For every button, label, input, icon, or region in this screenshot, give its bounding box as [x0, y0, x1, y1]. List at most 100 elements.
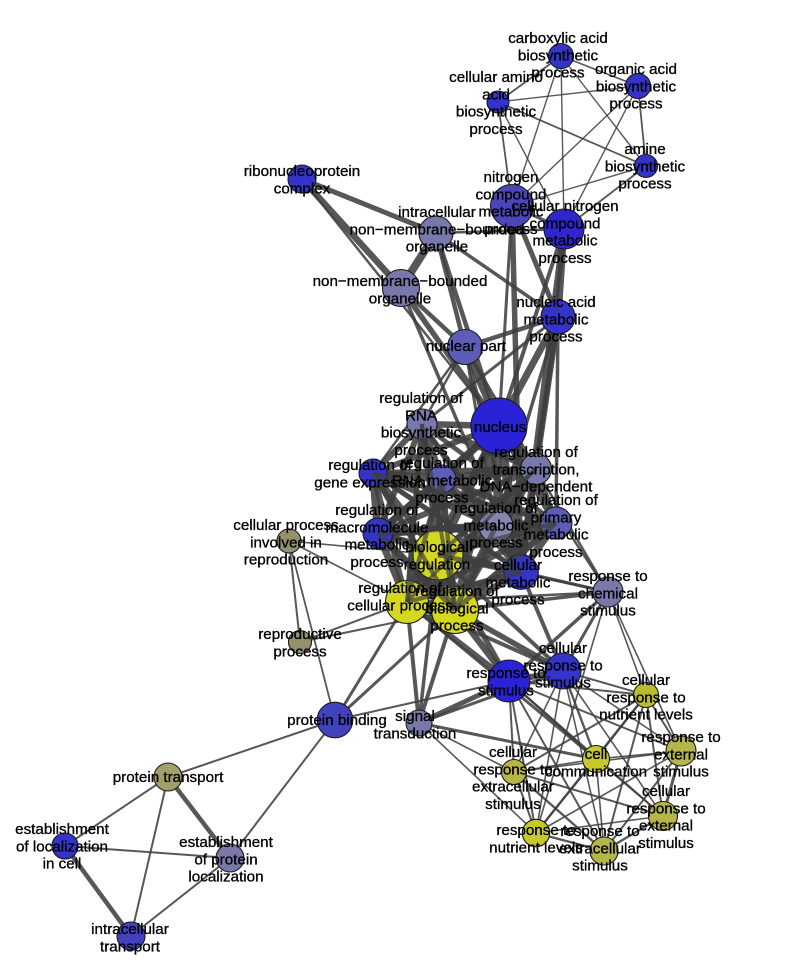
- svg-text:process: process: [273, 643, 327, 660]
- svg-text:regulation of: regulation of: [400, 455, 484, 472]
- svg-text:external: external: [654, 746, 708, 763]
- svg-text:nucleic acid: nucleic acid: [516, 294, 595, 311]
- svg-text:response to: response to: [606, 689, 685, 706]
- svg-text:cellular process: cellular process: [347, 597, 453, 614]
- svg-text:stimulus: stimulus: [535, 675, 591, 692]
- svg-text:nutrient levels: nutrient levels: [489, 839, 583, 856]
- svg-text:non−membrane−bounded: non−membrane−bounded: [313, 273, 488, 290]
- svg-text:cellular: cellular: [622, 672, 670, 689]
- svg-text:intracellular: intracellular: [91, 921, 169, 938]
- svg-text:ribonucleoprotein: ribonucleoprotein: [244, 163, 361, 180]
- svg-text:complex: complex: [274, 180, 331, 197]
- svg-text:external: external: [639, 818, 693, 835]
- svg-text:regulation of: regulation of: [328, 457, 412, 474]
- svg-text:reproductive: reproductive: [258, 626, 342, 643]
- svg-text:stimulus: stimulus: [572, 858, 628, 875]
- svg-text:biosynthetic: biosynthetic: [605, 158, 686, 175]
- svg-text:process: process: [491, 592, 545, 609]
- svg-text:cell: cell: [585, 746, 608, 763]
- svg-text:extracellular: extracellular: [472, 779, 554, 796]
- svg-text:DNA−dependent: DNA−dependent: [480, 479, 594, 496]
- svg-text:organelle: organelle: [369, 290, 432, 307]
- svg-text:metabolic: metabolic: [533, 233, 598, 250]
- svg-text:metabolic: metabolic: [479, 204, 544, 221]
- svg-text:communication: communication: [545, 763, 647, 780]
- svg-text:process: process: [618, 176, 672, 193]
- svg-text:transcription,: transcription,: [493, 461, 580, 478]
- svg-text:process: process: [538, 250, 592, 267]
- svg-text:stimulus: stimulus: [580, 603, 636, 620]
- svg-text:biological: biological: [425, 600, 488, 617]
- svg-text:regulation of: regulation of: [514, 492, 598, 509]
- svg-text:regulation: regulation: [404, 556, 471, 573]
- svg-text:gene expression: gene expression: [314, 474, 425, 491]
- svg-text:amine: amine: [624, 141, 665, 158]
- svg-text:nucleus: nucleus: [474, 419, 527, 436]
- svg-text:process: process: [469, 121, 523, 138]
- svg-text:metabolic: metabolic: [345, 537, 410, 554]
- svg-text:primary: primary: [531, 509, 582, 526]
- svg-text:macromolecule: macromolecule: [326, 519, 429, 536]
- svg-text:biosynthetic: biosynthetic: [381, 425, 462, 442]
- svg-text:organic acid: organic acid: [595, 61, 677, 78]
- svg-text:regulation of: regulation of: [454, 500, 538, 517]
- svg-text:response to: response to: [560, 823, 639, 840]
- svg-text:metabolic: metabolic: [486, 574, 551, 591]
- svg-text:non−membrane−bounded: non−membrane−bounded: [350, 221, 525, 238]
- svg-text:process: process: [529, 544, 583, 561]
- svg-text:involved in: involved in: [250, 534, 322, 551]
- svg-text:transduction: transduction: [374, 725, 457, 742]
- svg-text:process: process: [484, 221, 538, 238]
- svg-text:response to: response to: [466, 665, 545, 682]
- svg-text:regulation of: regulation of: [379, 390, 463, 407]
- svg-text:process: process: [394, 442, 448, 459]
- svg-text:regulation of: regulation of: [415, 583, 499, 600]
- svg-text:carboxylic acid: carboxylic acid: [508, 30, 608, 47]
- svg-text:organelle: organelle: [406, 239, 469, 256]
- svg-text:response to: response to: [626, 800, 705, 817]
- svg-text:cellular: cellular: [494, 557, 542, 574]
- svg-text:regulation of: regulation of: [335, 502, 419, 519]
- svg-text:process: process: [430, 618, 484, 635]
- svg-text:compound: compound: [530, 215, 601, 232]
- svg-text:process: process: [350, 554, 404, 571]
- svg-text:compound: compound: [476, 186, 547, 203]
- svg-text:reproduction: reproduction: [244, 552, 328, 569]
- svg-text:signal: signal: [395, 708, 435, 725]
- svg-text:response to: response to: [496, 822, 575, 839]
- svg-text:process: process: [609, 96, 663, 113]
- svg-text:protein binding: protein binding: [287, 712, 387, 729]
- svg-text:response to: response to: [641, 729, 720, 746]
- svg-text:stimulus: stimulus: [485, 796, 541, 813]
- svg-text:biological: biological: [405, 539, 468, 556]
- svg-text:cellular: cellular: [489, 744, 537, 761]
- svg-text:cellular amino: cellular amino: [449, 69, 543, 86]
- svg-text:of protein: of protein: [194, 851, 257, 868]
- svg-text:nitrogen: nitrogen: [484, 169, 539, 186]
- svg-text:cellular: cellular: [539, 640, 587, 657]
- svg-text:transport: transport: [100, 938, 161, 955]
- svg-text:localization: localization: [188, 869, 263, 886]
- svg-text:acid: acid: [482, 86, 510, 103]
- svg-text:metabolic: metabolic: [464, 517, 529, 534]
- svg-text:metabolic: metabolic: [524, 311, 589, 328]
- svg-text:regulation of: regulation of: [494, 444, 578, 461]
- svg-text:biosynthetic: biosynthetic: [456, 104, 537, 121]
- svg-text:nuclear part: nuclear part: [426, 338, 507, 355]
- svg-text:process: process: [531, 65, 585, 82]
- svg-text:of localization: of localization: [16, 838, 108, 855]
- svg-text:process: process: [469, 535, 523, 552]
- svg-text:protein transport: protein transport: [113, 769, 224, 786]
- svg-text:establishment: establishment: [15, 821, 109, 838]
- svg-text:in cell: in cell: [43, 856, 82, 873]
- svg-text:response to: response to: [523, 657, 602, 674]
- svg-text:response to: response to: [473, 761, 552, 778]
- svg-text:cellular process: cellular process: [233, 517, 339, 534]
- svg-text:biosynthetic: biosynthetic: [596, 78, 677, 95]
- svg-text:stimulus: stimulus: [478, 682, 534, 699]
- svg-text:response to: response to: [568, 568, 647, 585]
- svg-text:stimulus: stimulus: [653, 764, 709, 781]
- svg-text:process: process: [529, 329, 583, 346]
- svg-text:stimulus: stimulus: [638, 835, 694, 852]
- svg-text:cellular: cellular: [642, 783, 690, 800]
